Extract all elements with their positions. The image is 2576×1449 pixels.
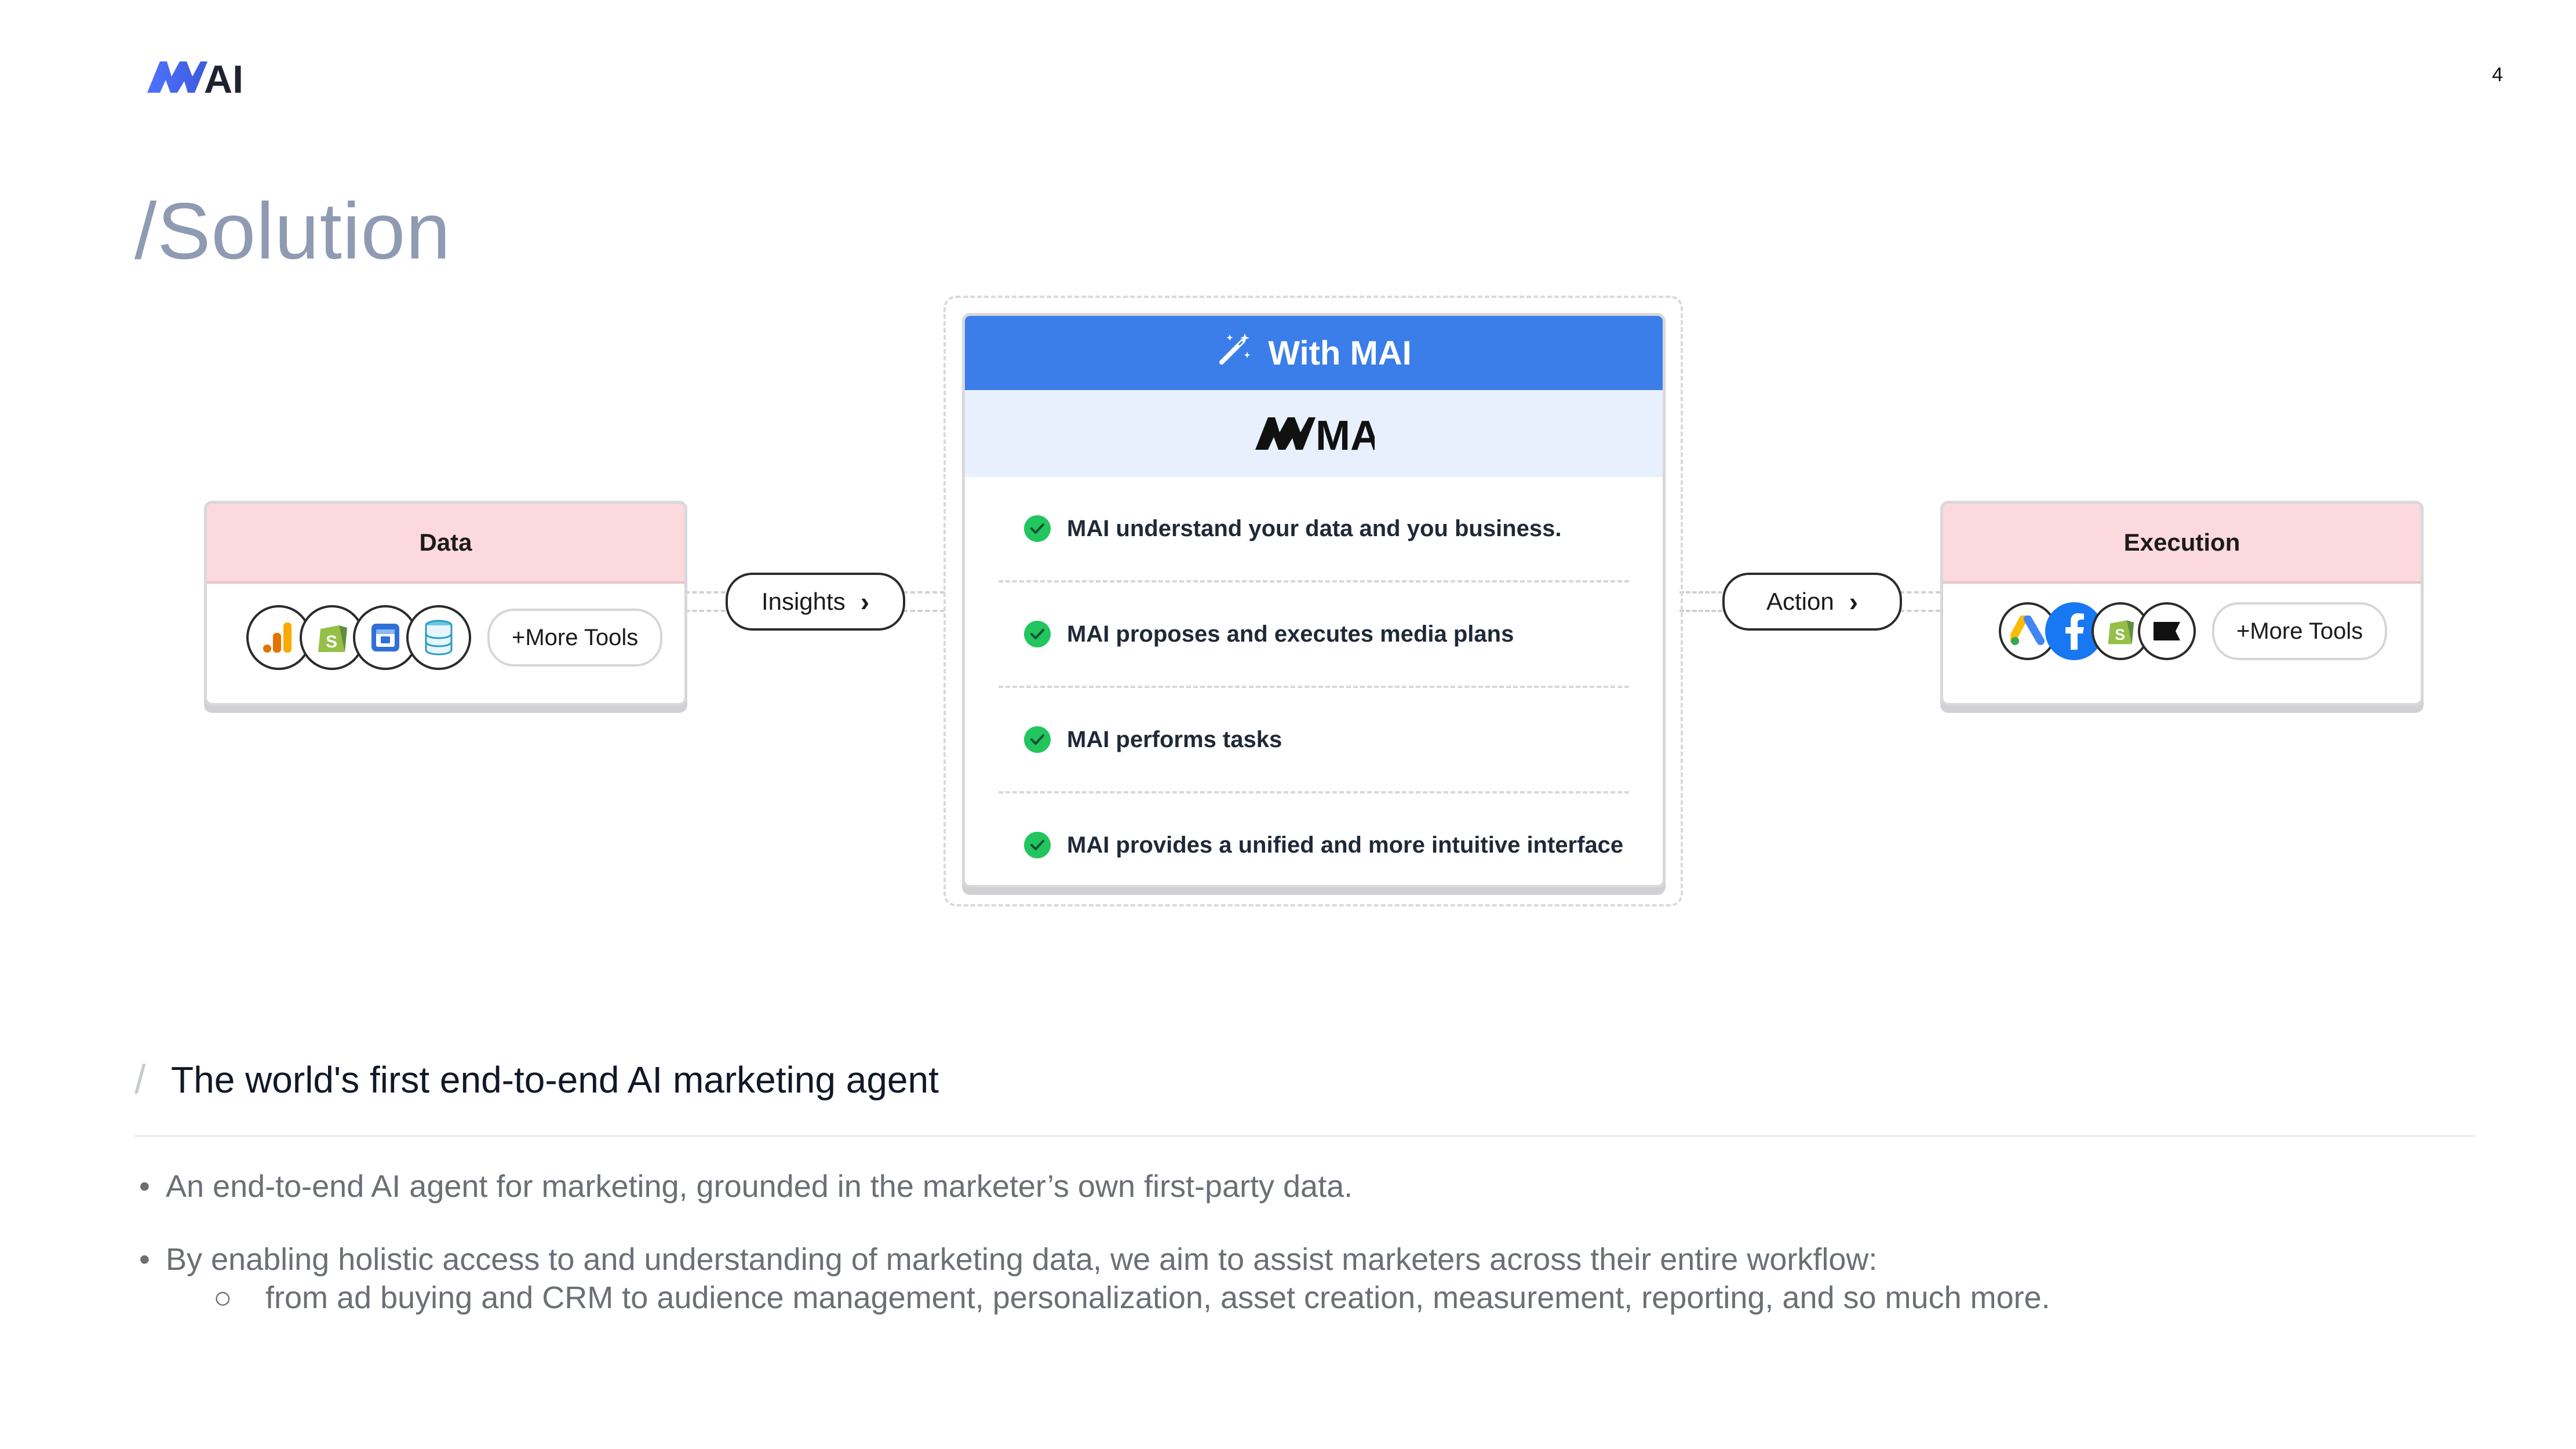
with-mai-header: With MAI [965, 316, 1663, 390]
page-number: 4 [2492, 64, 2503, 86]
action-pill[interactable]: Action › [1722, 573, 1902, 631]
bullet-item: • An end-to-end AI agent for marketing, g… [139, 1168, 1353, 1204]
with-mai-card: With MAI MAI MAI understand your data an… [962, 313, 1666, 888]
svg-text:S: S [326, 632, 337, 651]
divider [134, 1135, 2476, 1137]
sub-bullet-circle: ○ [213, 1280, 232, 1315]
slash-accent: / [134, 1057, 146, 1102]
data-tools-row: S +More Tools [246, 605, 663, 670]
list-item: MAI provides a unified and more intuitiv… [999, 793, 1629, 885]
check-circle-icon [1024, 621, 1051, 647]
connector-line [1900, 610, 1940, 612]
section-subheading: The world's first end-to-end AI marketin… [171, 1059, 939, 1101]
more-tools-button[interactable]: +More Tools [487, 609, 663, 667]
center-frame [943, 296, 1683, 906]
feature-text: MAI understand your data and you busines… [1067, 515, 1562, 541]
feature-text: MAI proposes and executes media plans [1067, 621, 1514, 647]
connector-line [685, 610, 726, 612]
with-mai-title: With MAI [1268, 334, 1412, 372]
database-icon [406, 605, 471, 670]
check-circle-icon [1024, 515, 1051, 542]
center-brand: MAI [965, 390, 1663, 477]
bullet-text: An end-to-end AI agent for marketing, gr… [166, 1169, 1353, 1204]
page-title: /Solution [134, 187, 451, 276]
list-item: MAI proposes and executes media plans [999, 582, 1629, 688]
feature-text: MAI provides a unified and more intuitiv… [1067, 832, 1624, 858]
feature-list: MAI understand your data and you busines… [965, 477, 1663, 885]
insights-label: Insights [761, 588, 846, 615]
connector-line [903, 610, 945, 612]
connector-line [903, 591, 945, 594]
data-card-title: Data [207, 504, 684, 584]
magic-wand-icon [1216, 330, 1254, 376]
feature-text: MAI performs tasks [1067, 726, 1282, 752]
more-tools-button[interactable]: +More Tools [2212, 602, 2388, 660]
bullet-dot: • [139, 1242, 150, 1277]
connector-line [1900, 591, 1940, 594]
svg-text:S: S [2115, 626, 2125, 643]
connector-line [1679, 610, 1722, 612]
connector-line [1679, 591, 1722, 594]
sub-bullet-text: from ad buying and CRM to audience manag… [265, 1280, 2050, 1315]
execution-tools-row: S +More Tools [1999, 602, 2388, 660]
data-card: Data S [204, 501, 687, 706]
bullet-item: • By enabling holistic access to and unde… [139, 1242, 1877, 1277]
mai-logo: AI [144, 51, 260, 103]
bullet-text: By enabling holistic access to and under… [166, 1242, 1878, 1277]
connector-line [685, 591, 726, 594]
center-brand-text: MAI [1316, 413, 1375, 454]
chevron-right-icon: › [1849, 587, 1859, 617]
chevron-right-icon: › [860, 587, 870, 617]
list-item: MAI understand your data and you busines… [999, 477, 1629, 582]
check-circle-icon [1024, 726, 1051, 753]
sub-bullet-item: ○ from ad buying and CRM to audience mana… [213, 1280, 2050, 1316]
execution-card: Execution S +More Tools [1940, 501, 2424, 706]
svg-text:AI: AI [204, 57, 243, 101]
bullet-dot: • [139, 1169, 150, 1204]
insights-pill[interactable]: Insights › [726, 573, 905, 631]
check-circle-icon [1024, 832, 1051, 858]
execution-card-title: Execution [1943, 504, 2421, 584]
action-label: Action [1766, 588, 1834, 615]
klaviyo-icon [2138, 602, 2196, 660]
list-item: MAI performs tasks [999, 688, 1629, 793]
